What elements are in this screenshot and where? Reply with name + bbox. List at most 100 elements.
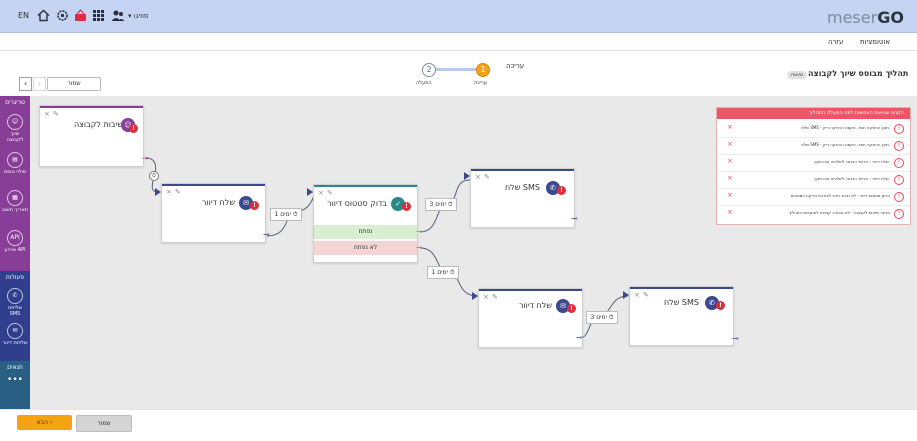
close-icon[interactable]: × bbox=[634, 291, 640, 299]
pencil-icon[interactable]: ✎ bbox=[888, 70, 894, 78]
close-icon[interactable]: × bbox=[727, 157, 733, 165]
node-send-mail[interactable]: × ✎ שלח דיוור ✉ ! bbox=[161, 183, 266, 243]
plug-icon[interactable]: ⊸ bbox=[732, 334, 739, 343]
conditions-section: תנאים ••• bbox=[0, 361, 30, 409]
error-row[interactable]: ×שלח SMS - תוכן ההודעה חסר, טקסט ההודעה … bbox=[717, 120, 910, 138]
error-text: בדוק סטטוס דיוור - לא נבחר דיוור לצורכת … bbox=[790, 193, 890, 198]
input-port[interactable] bbox=[464, 172, 470, 180]
save-button[interactable]: שמור bbox=[76, 415, 132, 432]
error-row[interactable]: ×שלח SMS - תוכן ההודעה חסר, טקסט ההודעה … bbox=[717, 137, 910, 155]
input-port[interactable] bbox=[307, 188, 313, 196]
sub-nav bbox=[0, 33, 917, 51]
nav-next-button[interactable]: › bbox=[33, 77, 46, 91]
node-title: בדוק סטטוס דיוור bbox=[327, 199, 387, 208]
branch-no[interactable]: לא נפתח bbox=[314, 241, 417, 255]
toolbox-label: תאריך חשוב bbox=[2, 207, 28, 213]
users-icon[interactable] bbox=[111, 9, 125, 22]
user-menu[interactable]: ▾ סוויגו bbox=[128, 12, 149, 20]
pencil-icon[interactable]: ✎ bbox=[484, 173, 490, 181]
close-icon[interactable]: × bbox=[166, 188, 172, 196]
toolbox-item-date[interactable]: ▦תאריך חשוב bbox=[2, 190, 28, 213]
error-row[interactable]: ×שלח דיוור - הדיוור הנבחר לשליחה אינו תק… bbox=[717, 171, 910, 189]
warning-icon: ! bbox=[716, 301, 725, 310]
gear-icon[interactable] bbox=[56, 9, 69, 22]
node-accent bbox=[471, 169, 574, 171]
toolbox-item-mail[interactable]: ✉שליחת דיוור bbox=[2, 323, 28, 346]
wait-label[interactable]: 3 ימים ⏱ bbox=[425, 198, 457, 211]
mail-icon: ✉ bbox=[239, 196, 253, 210]
step-2[interactable]: 2 bbox=[422, 63, 436, 77]
group-icon: ☺ bbox=[7, 114, 23, 130]
node-send-mail[interactable]: × ✎ שלח דיוור ✉ ! bbox=[478, 288, 583, 348]
errors-title: תקנים שגיאות האפשות לפני הפעלת התהליך bbox=[808, 110, 904, 116]
input-port[interactable] bbox=[623, 291, 629, 299]
home-icon[interactable] bbox=[37, 9, 50, 22]
wait-label[interactable]: 1 ימים ⏱ bbox=[427, 266, 459, 279]
close-icon[interactable]: × bbox=[44, 110, 50, 118]
close-icon[interactable]: × bbox=[475, 173, 481, 181]
pencil-icon[interactable]: ✎ bbox=[53, 110, 59, 118]
plug-icon[interactable]: ⊸ bbox=[576, 333, 583, 342]
section-title: תנאים bbox=[7, 364, 23, 371]
toolbox-item-group[interactable]: ☺שיוך לקבוצה bbox=[2, 114, 28, 143]
close-icon[interactable]: × bbox=[727, 208, 733, 216]
toolbox-item-sms[interactable]: ✆שליחת SMS bbox=[2, 288, 28, 317]
pencil-icon[interactable]: ✎ bbox=[327, 189, 333, 197]
warning-icon: ! bbox=[402, 202, 411, 211]
actions-section: פעולות ✆שליחת SMS ✉שליחת דיוור bbox=[0, 271, 30, 361]
error-row[interactable]: ×טריגר שייכות לקבוצה - לא נבחרה קבוצה לת… bbox=[717, 205, 910, 222]
error-row[interactable]: × בדוק סטטוס דיוור - לא נבחר דיוור לצורכת… bbox=[717, 188, 910, 206]
plug-icon[interactable]: ⊸ bbox=[141, 154, 149, 164]
warning-icon: ! bbox=[557, 186, 566, 195]
input-port[interactable] bbox=[155, 188, 161, 196]
close-icon[interactable]: × bbox=[727, 191, 733, 199]
error-row[interactable]: × שלח דיוור - הדיוור הנבחר לשליחה אינו תק… bbox=[717, 154, 910, 172]
nav-automation[interactable]: אוטומציות bbox=[860, 38, 891, 46]
node-accent bbox=[630, 287, 733, 289]
section-title: טריגרים bbox=[5, 99, 25, 106]
save-button-top[interactable]: שמור bbox=[47, 77, 101, 91]
close-icon[interactable]: × bbox=[727, 140, 733, 148]
step-1[interactable]: 1 bbox=[476, 63, 490, 77]
input-port[interactable] bbox=[472, 292, 478, 300]
top-bar bbox=[0, 0, 917, 33]
close-icon[interactable]: × bbox=[483, 293, 489, 301]
sms-icon: ✆ bbox=[546, 181, 560, 195]
close-icon[interactable]: × bbox=[727, 174, 733, 182]
logo-text: meser bbox=[827, 8, 878, 27]
close-icon[interactable]: × bbox=[318, 189, 324, 197]
pencil-icon[interactable]: ✎ bbox=[175, 188, 181, 196]
stepper-line bbox=[436, 68, 478, 71]
next-button[interactable]: הבא › bbox=[17, 415, 72, 430]
sms-icon: ✆ bbox=[7, 288, 23, 304]
wait-label[interactable]: 1 ימים ⏱ bbox=[270, 208, 302, 221]
node-send-sms[interactable]: × ✎ שלח SMS ✆ ! bbox=[629, 286, 734, 346]
node-send-sms[interactable]: × ✎ שלח SMS ✆ ! bbox=[470, 168, 575, 228]
plug-icon[interactable]: ⊸ bbox=[416, 243, 423, 252]
nav-help[interactable]: עזרה bbox=[828, 38, 844, 46]
pencil-icon[interactable]: ✎ bbox=[643, 291, 649, 299]
language-switch[interactable]: EN bbox=[18, 11, 30, 20]
node-check-status[interactable]: × ✎ בדוק סטטוס דיוור ✓ ! נפתח לא נפתח bbox=[313, 184, 418, 263]
wait-label[interactable]: 3 ימים ⏱ bbox=[586, 311, 618, 324]
plug-icon[interactable]: ⊸ bbox=[416, 227, 423, 236]
nav-prev-button[interactable]: ‹ bbox=[19, 77, 32, 91]
calendar-icon: ▦ bbox=[7, 190, 23, 206]
plug-icon[interactable]: ⊸ bbox=[571, 214, 578, 223]
section-title: פעולות bbox=[5, 274, 25, 281]
plug-icon[interactable]: ⊸ bbox=[263, 230, 270, 239]
branch-yes[interactable]: נפתח bbox=[314, 225, 417, 239]
pencil-icon[interactable]: ✎ bbox=[492, 293, 498, 301]
wait-text: 1 ימים bbox=[274, 211, 291, 218]
close-icon[interactable]: × bbox=[727, 123, 733, 131]
check-icon: ✓ bbox=[391, 197, 405, 211]
error-text: שלח דיוור - הדיוור הנבחר לשליחה אינו תקי… bbox=[814, 159, 890, 164]
warning-icon: ! bbox=[129, 124, 138, 133]
basket-icon[interactable] bbox=[74, 9, 87, 22]
apps-grid-icon[interactable] bbox=[93, 10, 104, 21]
toolbox-item-form[interactable]: ▤מילוי טופס bbox=[2, 152, 28, 175]
more-icon[interactable]: ••• bbox=[7, 375, 23, 385]
node-trigger[interactable]: × ✎ שיבות לקבוצה ☺ ! bbox=[39, 105, 144, 167]
error-icon: ! bbox=[894, 192, 904, 202]
